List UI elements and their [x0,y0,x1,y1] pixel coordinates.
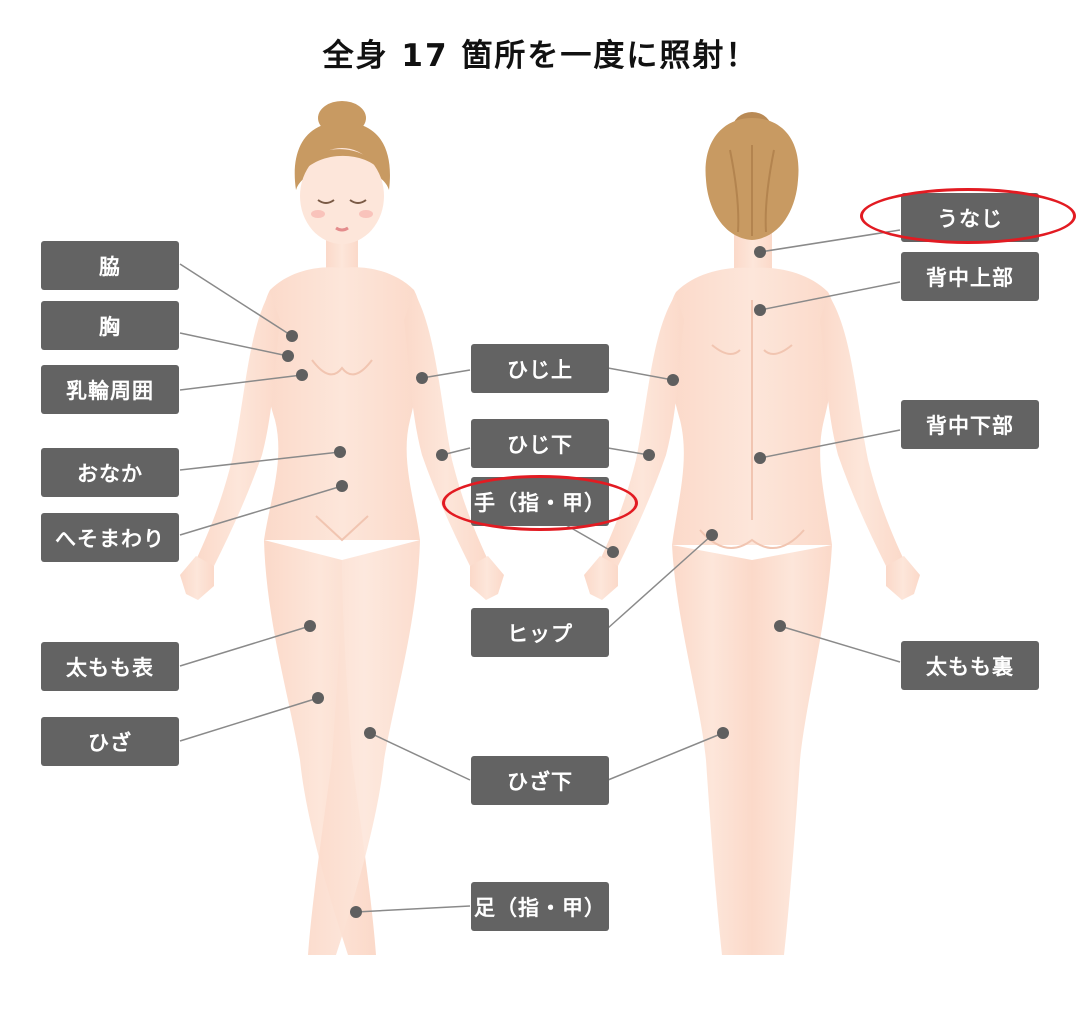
label-hiji-ue: ひじ上 [471,344,609,393]
marker-heso [336,480,348,492]
label-waki: 脇 [41,241,179,290]
label-hiza: ひざ [41,717,179,766]
front-figure [180,101,504,955]
marker-hiza-shita-back [717,727,729,739]
marker-nyurin [296,369,308,381]
back-figure [584,112,920,955]
marker-hiji-shita-front [436,449,448,461]
marker-hiji-ue-back [667,374,679,386]
marker-futomomo-ura [774,620,786,632]
label-futomomo-omote: 太もも表 [41,642,179,691]
label-senaka-joubu: 背中上部 [901,252,1039,301]
marker-futomomo-omote [304,620,316,632]
label-ashi: 足（指・甲） [471,882,609,931]
marker-te [607,546,619,558]
marker-hiza [312,692,324,704]
label-nyurin: 乳輪周囲 [41,365,179,414]
label-hiji-shita: ひじ下 [471,419,609,468]
leader-lines [179,229,901,913]
label-onaka: おなか [41,448,179,497]
marker-hip [706,529,718,541]
label-heso: へそまわり [41,513,179,562]
marker-ashi [350,906,362,918]
marker-senaka-kabu [754,452,766,464]
label-hip: ヒップ [471,608,609,657]
marker-waki [286,330,298,342]
label-mune: 胸 [41,301,179,350]
label-hiza-shita: ひざ下 [471,756,609,805]
marker-onaka [334,446,346,458]
highlight-circle-te [442,475,638,531]
markers [282,246,786,918]
label-futomomo-ura: 太もも裏 [901,641,1039,690]
marker-hiza-shita-front [364,727,376,739]
marker-hiji-shita-back [643,449,655,461]
label-senaka-kabu: 背中下部 [901,400,1039,449]
marker-mune [282,350,294,362]
page-title: 全身 17 箇所を一度に照射！ [322,38,759,74]
highlight-circle-unaji [860,188,1076,244]
marker-unaji [754,246,766,258]
marker-hiji-ue-front [416,372,428,384]
marker-senaka-joubu [754,304,766,316]
